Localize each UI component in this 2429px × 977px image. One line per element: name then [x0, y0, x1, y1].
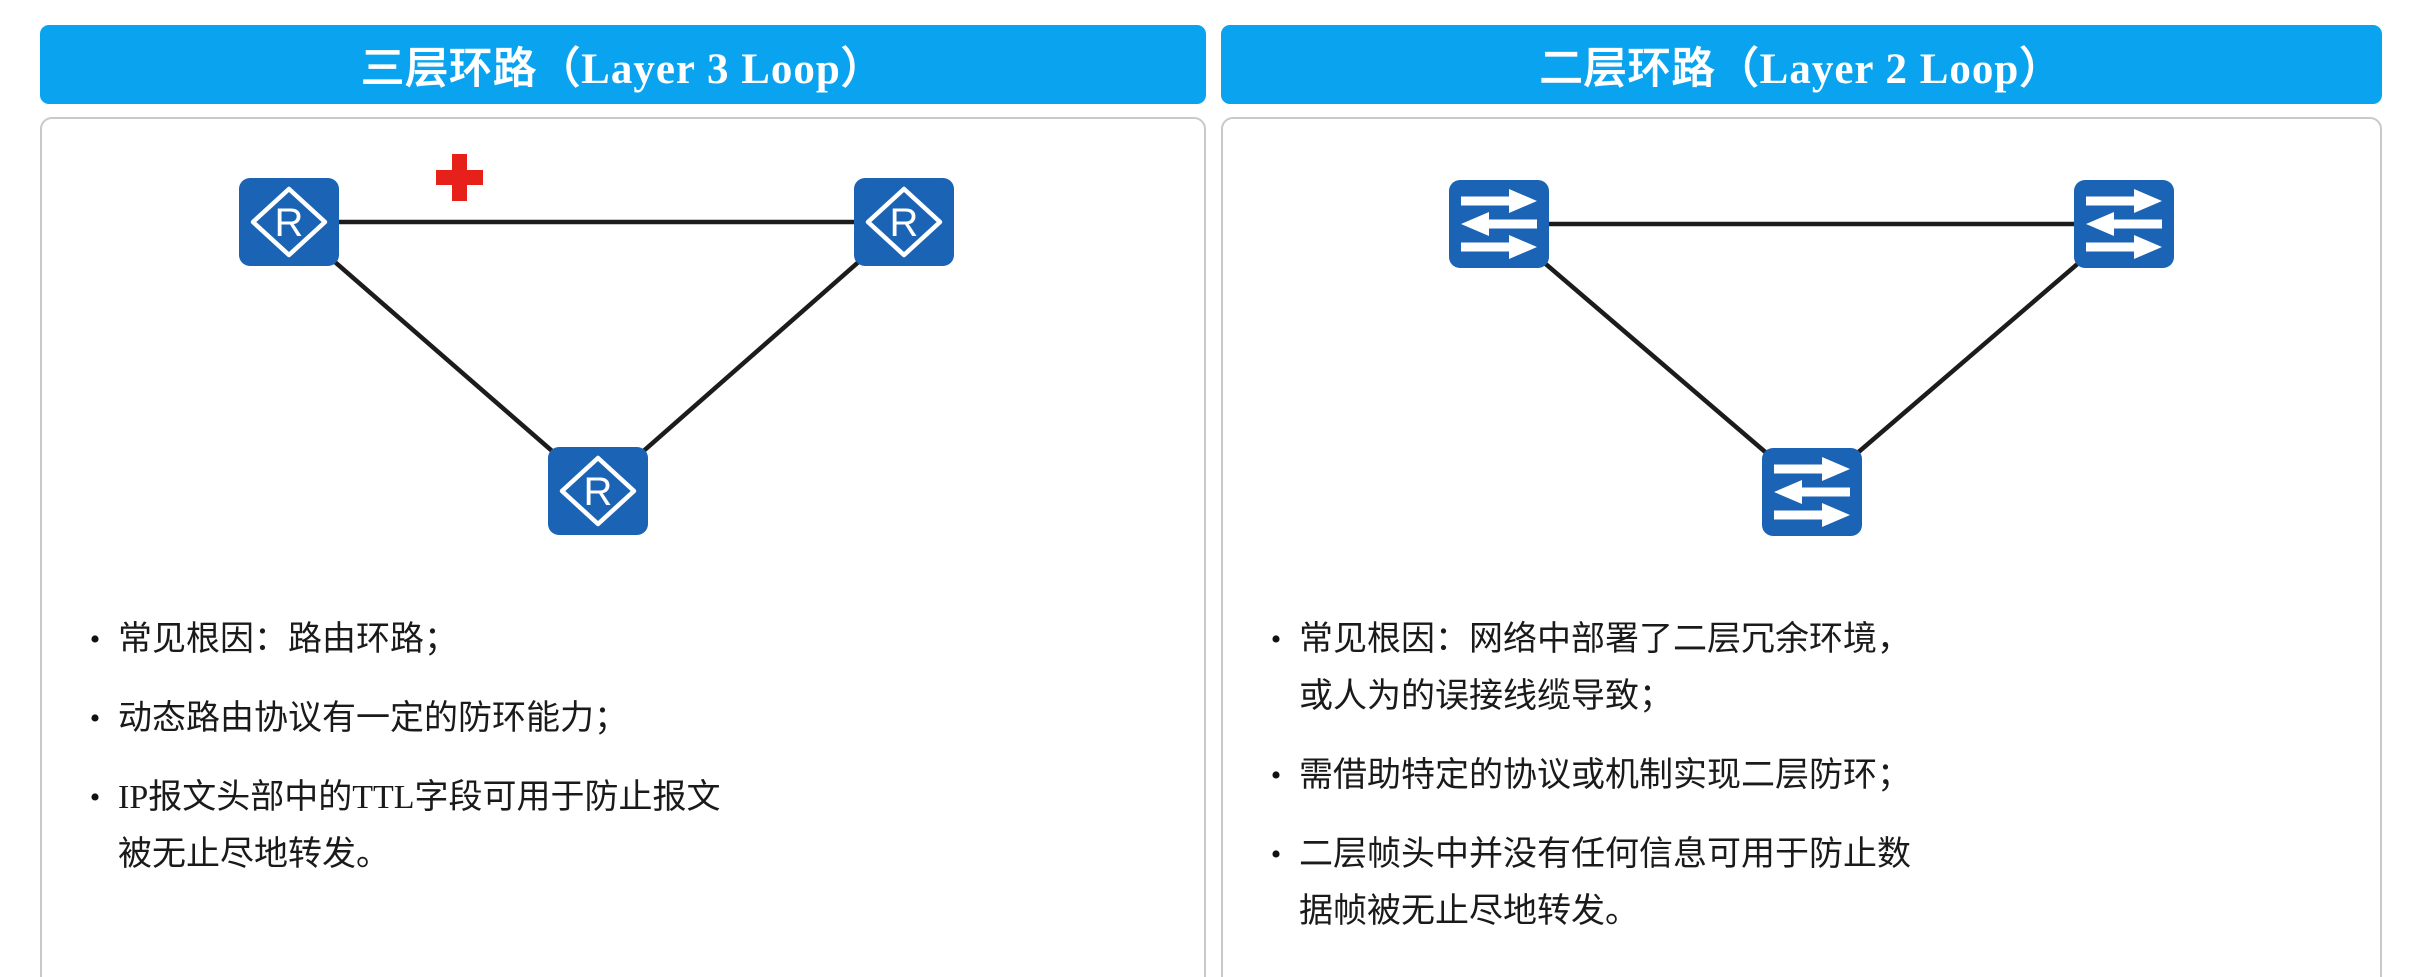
- bullet-icon: •: [1270, 759, 1282, 792]
- layer3-panel-title: 三层环路（Layer 3 Loop）: [40, 25, 1206, 104]
- red-cross-icon: [436, 154, 483, 201]
- router-icon: R: [548, 447, 648, 535]
- list-item: • 需借助特定的协议或机制实现二层防环；: [1253, 747, 2338, 804]
- switch-icon: [1762, 448, 1862, 536]
- link-lines: [287, 219, 906, 493]
- bullet-text: 常见根因：网络中部署了二层冗余环境， 或人为的误接线缆导致；: [1299, 621, 1911, 715]
- bullet-icon: •: [89, 623, 101, 656]
- bullet-text: 二层帧头中并没有任何信息可用于防止数 据帧被无止尽地转发。: [1299, 836, 1911, 930]
- list-item: • IP报文头部中的TTL字段可用于防止报文 被无止尽地转发。: [72, 769, 1162, 883]
- bullet-text: 需借助特定的协议或机制实现二层防环；: [1299, 757, 1911, 794]
- bullet-icon: •: [89, 781, 101, 814]
- list-item: • 常见根因：路由环路；: [72, 611, 1162, 668]
- link-line: [1810, 222, 2126, 494]
- bullet-icon: •: [1270, 623, 1282, 656]
- router-icon: R: [239, 178, 339, 266]
- layer3-loop-panel: 三层环路（Layer 3 Loop） R: [40, 25, 1206, 977]
- bullet-icon: •: [89, 702, 101, 735]
- bullet-text: 常见根因：路由环路；: [118, 621, 458, 658]
- bullet-text: 动态路由协议有一定的防环能力；: [118, 700, 628, 737]
- svg-text:R: R: [584, 470, 613, 514]
- layer3-bullet-list: • 常见根因：路由环路； • 动态路由协议有一定的防环能力； • IP报文头部中…: [72, 611, 1162, 905]
- link-line: [1497, 222, 1814, 494]
- list-item: • 二层帧头中并没有任何信息可用于防止数 据帧被无止尽地转发。: [1253, 826, 2338, 940]
- svg-text:R: R: [890, 201, 919, 245]
- layer2-topology-diagram: [1449, 180, 2174, 536]
- link-lines: [1497, 221, 2126, 494]
- layer2-loop-panel: 二层环路（Layer 2 Loop）: [1221, 25, 2382, 977]
- switch-icon: [2074, 180, 2174, 268]
- switch-icon: [1449, 180, 1549, 268]
- list-item: • 常见根因：网络中部署了二层冗余环境， 或人为的误接线缆导致；: [1253, 611, 2338, 725]
- link-line: [596, 220, 906, 493]
- layer3-topology-diagram: R R R: [239, 154, 954, 535]
- layer2-panel-body: • 常见根因：网络中部署了二层冗余环境， 或人为的误接线缆导致； • 需借助特定…: [1221, 117, 2382, 977]
- bullet-text: IP报文头部中的TTL字段可用于防止报文 被无止尽地转发。: [118, 779, 721, 873]
- router-icon: R: [854, 178, 954, 266]
- layer2-panel-title: 二层环路（Layer 2 Loop）: [1221, 25, 2382, 104]
- bullet-icon: •: [1270, 838, 1282, 871]
- layer2-bullet-list: • 常见根因：网络中部署了二层冗余环境， 或人为的误接线缆导致； • 需借助特定…: [1253, 611, 2338, 962]
- link-line: [287, 220, 600, 493]
- layer3-panel-body: R R R: [40, 117, 1206, 977]
- svg-text:R: R: [275, 201, 304, 245]
- list-item: • 动态路由协议有一定的防环能力；: [72, 690, 1162, 747]
